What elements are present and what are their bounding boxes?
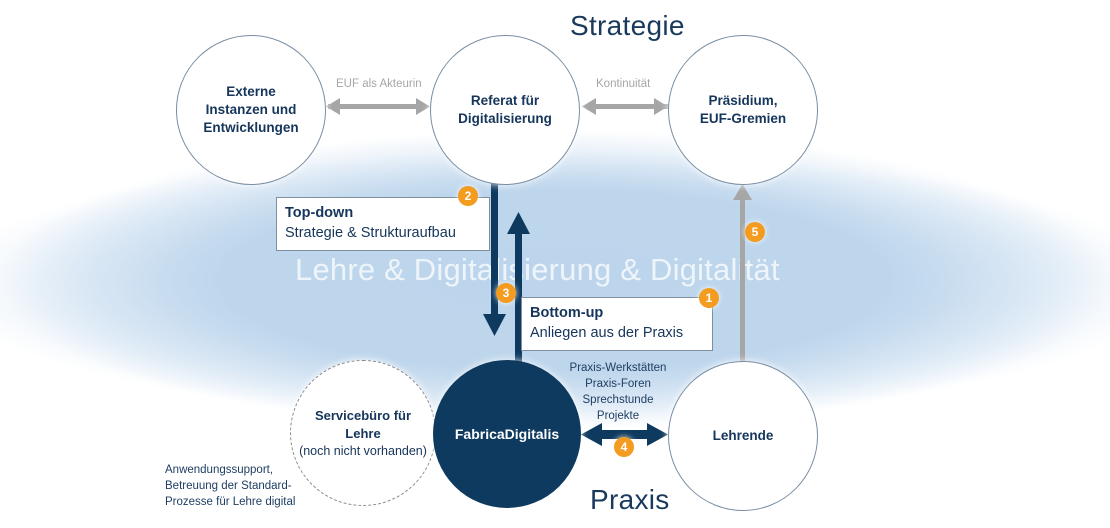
step-badge-5: 5 xyxy=(745,222,765,242)
practice-format: Projekte xyxy=(596,410,640,422)
node-lehrende[interactable]: Lehrende xyxy=(668,361,818,511)
node-label: Entwicklungen xyxy=(203,120,299,135)
node-label: FabricaDigitalis xyxy=(454,426,560,442)
practice-format: Sprechstunde xyxy=(582,394,654,406)
step-badge-4: 4 xyxy=(614,437,634,457)
node-status-note: (noch nicht vorhanden) xyxy=(299,443,427,458)
top-down-text: Strategie & Strukturaufbau xyxy=(285,225,456,241)
double-arrow-referat-praesidium xyxy=(582,98,670,115)
service-description: Anwendungssupport, Betreuung der Standar… xyxy=(165,462,295,510)
arrow-top-down xyxy=(483,182,506,336)
practice-heading: Praxis xyxy=(590,484,670,515)
practice-format: Praxis-Foren xyxy=(585,378,651,390)
strategy-heading: Strategie xyxy=(570,10,685,41)
service-description-line: Prozesse für Lehre digital xyxy=(165,496,296,508)
node-label: Servicebüro für xyxy=(314,407,412,423)
step-badge-3: 3 xyxy=(496,283,516,303)
node-servicebuero[interactable]: Servicebüro für Lehre (noch nicht vorhan… xyxy=(290,360,436,506)
step-badge-2: 2 xyxy=(458,186,478,206)
double-arrow-fabrica-lehrende xyxy=(581,423,668,446)
node-label: Lehrende xyxy=(712,428,774,443)
label-kontinuitaet: Kontinuität xyxy=(596,78,651,90)
node-label: EUF-Gremien xyxy=(699,111,787,126)
bottom-up-heading: Bottom-up xyxy=(530,305,604,321)
node-label: Präsidium, xyxy=(708,93,778,108)
node-label: Referat für xyxy=(470,93,540,108)
top-down-heading: Top-down xyxy=(285,205,354,221)
node-externe-instanzen[interactable]: Externe Instanzen und Entwicklungen xyxy=(176,35,326,185)
service-description-line: Betreuung der Standard- xyxy=(165,480,292,492)
node-label: Lehre xyxy=(345,425,381,441)
node-praesidium[interactable]: Präsidium, EUF-Gremien xyxy=(668,35,818,185)
arrow-lehrende-praesidium xyxy=(733,184,752,363)
background-watermark: Lehre & Digitalisierung & Digitalität xyxy=(295,252,780,287)
double-arrow-external-referat xyxy=(326,98,430,115)
node-label: Instanzen und xyxy=(205,102,297,117)
label-euf-als-akteurin: EUF als Akteurin xyxy=(336,78,422,90)
step-badge-1: 1 xyxy=(699,288,719,308)
node-fabrica-digitalis[interactable]: FabricaDigitalis xyxy=(433,360,581,508)
practice-format: Praxis-Werkstätten xyxy=(569,362,667,374)
node-label: Digitalisierung xyxy=(458,111,552,126)
node-referat-digitalisierung[interactable]: Referat für Digitalisierung xyxy=(430,35,580,185)
box-top-down: Top-down Strategie & Strukturaufbau xyxy=(276,197,490,251)
service-description-line: Anwendungssupport, xyxy=(165,464,274,476)
bottom-up-text: Anliegen aus der Praxis xyxy=(530,325,684,341)
box-bottom-up: Bottom-up Anliegen aus der Praxis xyxy=(521,297,713,351)
node-label: Externe xyxy=(226,84,276,99)
practice-formats-list: Praxis-Werkstätten Praxis-Foren Sprechst… xyxy=(566,360,670,424)
arrow-bottom-up xyxy=(507,212,530,364)
